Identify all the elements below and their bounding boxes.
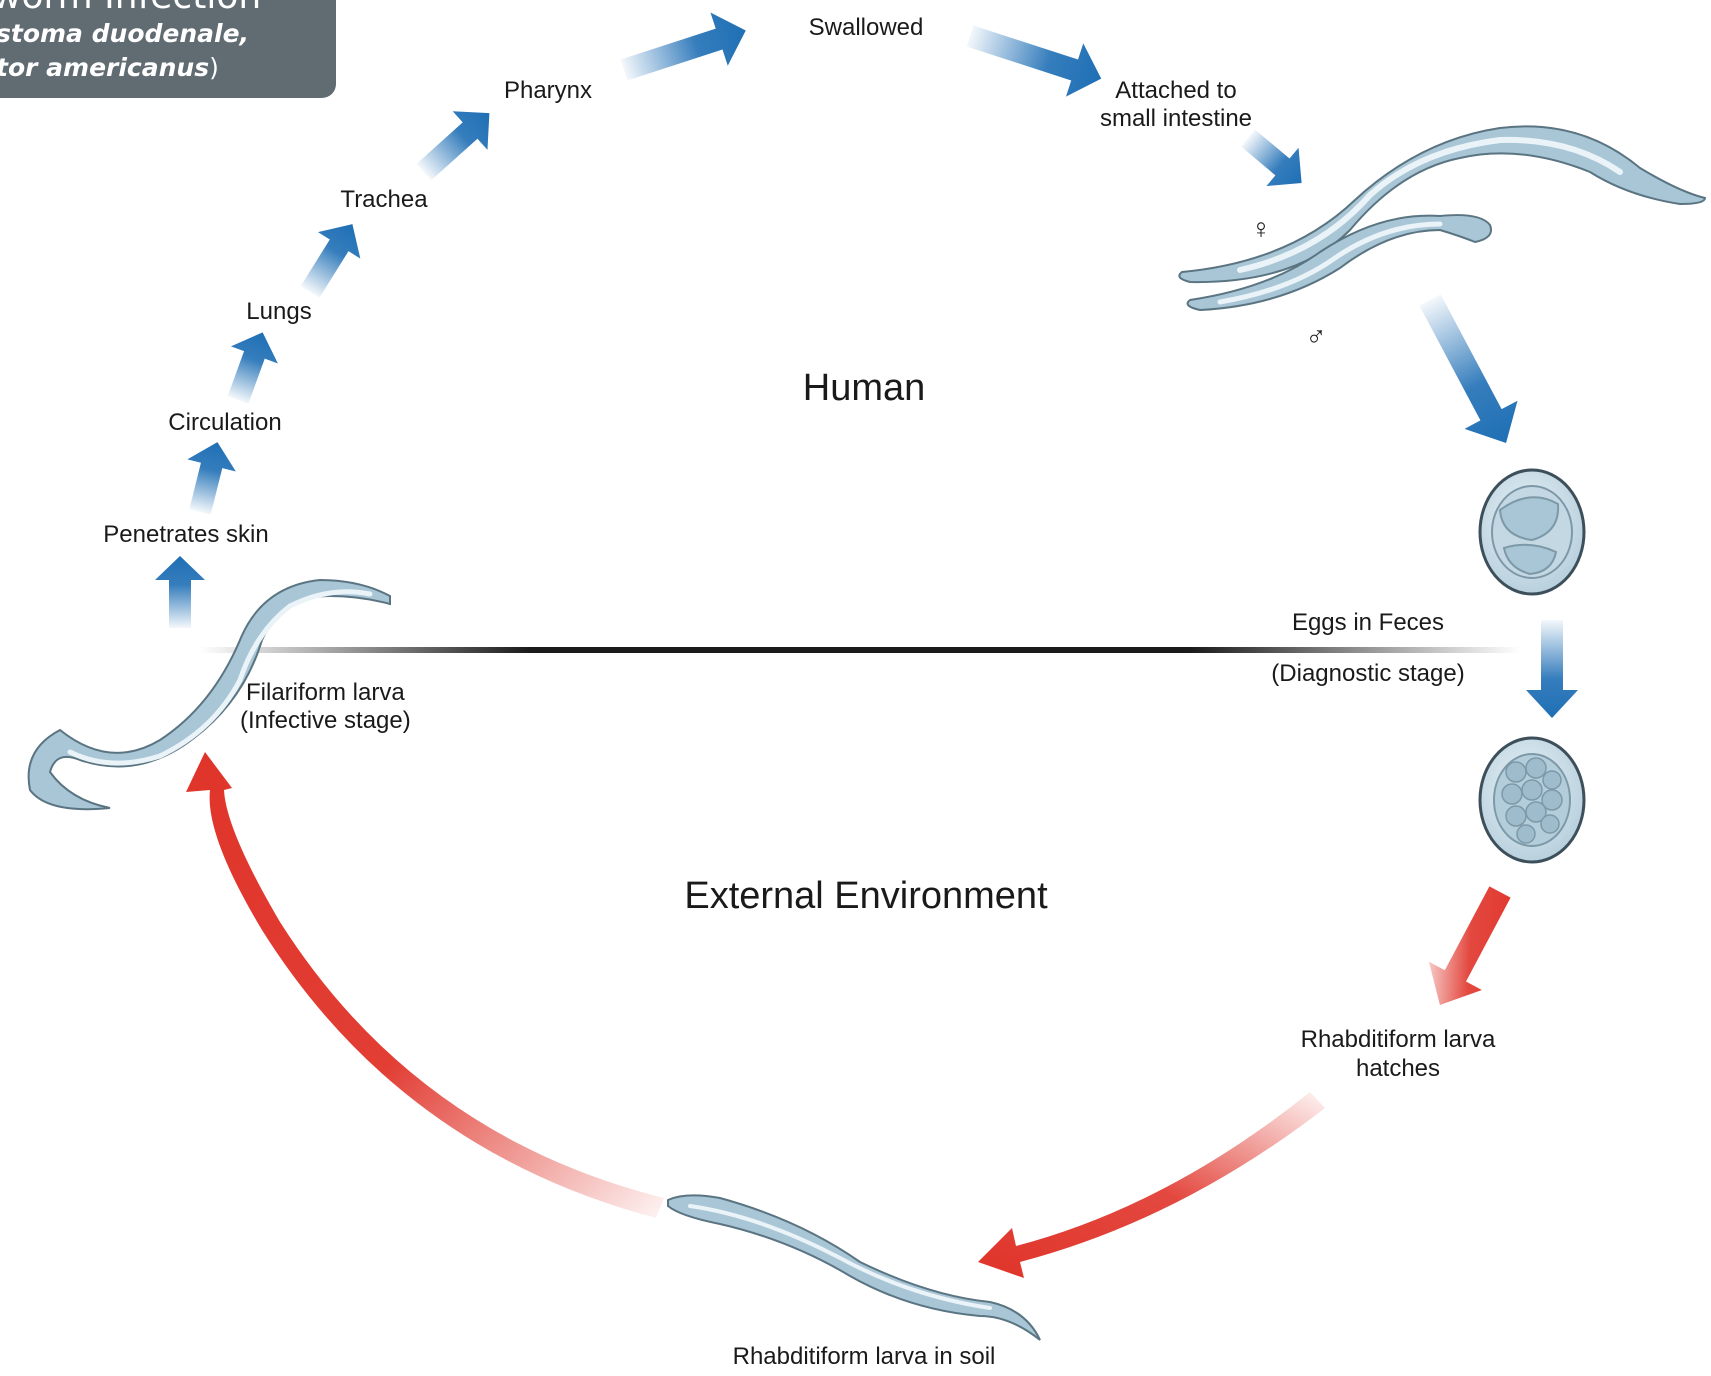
- region-human-label: Human: [803, 367, 926, 409]
- label-diagnostic-stage: (Diagnostic stage): [1271, 660, 1464, 687]
- arrow-skin-to-circulation: [155, 556, 205, 628]
- arrow-hatch-to-soil: [978, 1092, 1325, 1278]
- arrow-swallowed-to-attached: [966, 25, 1102, 97]
- label-eggs-in-feces: Eggs in Feces: [1292, 609, 1444, 636]
- arrow-lungs-to-trachea: [300, 224, 361, 298]
- developing-egg: [1478, 736, 1586, 864]
- title-box: worm Infection stoma duodenale, tor amer…: [0, 0, 336, 98]
- label-lungs: Lungs: [246, 298, 311, 325]
- male-worm-inner: [1217, 221, 1443, 305]
- label-circulation: Circulation: [168, 409, 281, 436]
- male-worm: [1186, 214, 1492, 312]
- male-symbol: ♂: [1306, 321, 1327, 352]
- filariform-larva-illustration: [27, 578, 391, 811]
- arrow-pharynx-to-swallowed: [620, 12, 746, 81]
- label-rhabditiform-hatches-line-1: Rhabditiform larva: [1301, 1026, 1496, 1053]
- rhabditiform-larva-body: [667, 1194, 1041, 1341]
- arrow-circulation-to-lungs: [227, 332, 278, 404]
- title-line-3-italic: tor americanus: [0, 53, 209, 82]
- title-line-1: worm Infection: [0, 0, 261, 17]
- arrow-egg-to-rhabditiform-hatch: [1428, 886, 1511, 1006]
- label-filariform-line-2: (Infective stage): [240, 707, 411, 734]
- label-swallowed: Swallowed: [809, 14, 924, 41]
- label-attached-line-2: small intestine: [1100, 105, 1252, 132]
- label-filariform-line-1: Filariform larva: [246, 679, 405, 706]
- egg-in-feces: [1478, 468, 1586, 596]
- stage-labels: Swallowed Attached to small intestine Ph…: [103, 14, 1496, 1370]
- label-pharynx: Pharynx: [504, 77, 592, 104]
- arrow-soil-to-filariform: [186, 752, 664, 1218]
- title-line-2: stoma duodenale,: [0, 19, 249, 48]
- human-environment-divider: [200, 647, 1520, 653]
- female-symbol: ♀: [1251, 213, 1272, 244]
- arrow-eggs-to-soil: [1526, 620, 1578, 718]
- title-line-3-paren: ): [209, 53, 219, 82]
- label-rhabditiform-hatches-line-2: hatches: [1356, 1055, 1440, 1082]
- environment-cycle-arrows: [186, 752, 1511, 1278]
- adult-worms-illustration: [1178, 125, 1707, 312]
- label-trachea: Trachea: [340, 186, 428, 213]
- rhabditiform-larva-illustration: [667, 1194, 1041, 1341]
- label-rhabditiform-in-soil: Rhabditiform larva in soil: [733, 1343, 996, 1370]
- title-box-background: [0, 0, 336, 98]
- arrow-circulation-up: [187, 442, 236, 515]
- label-penetrates-skin: Penetrates skin: [103, 521, 268, 548]
- filariform-larva-inner: [67, 589, 373, 766]
- region-external-label: External Environment: [684, 875, 1048, 917]
- arrow-trachea-to-pharynx: [416, 111, 490, 181]
- title-line-3: tor americanus): [0, 53, 219, 82]
- filariform-larva-body: [27, 578, 391, 811]
- label-attached-line-1: Attached to: [1115, 77, 1236, 104]
- arrow-attached-to-worms: [1240, 129, 1302, 187]
- human-cycle-arrows: [155, 12, 1578, 718]
- arrow-worms-to-eggs: [1419, 294, 1518, 444]
- female-worm-inner: [1237, 136, 1623, 273]
- rhabditiform-larva-inner: [688, 1204, 992, 1310]
